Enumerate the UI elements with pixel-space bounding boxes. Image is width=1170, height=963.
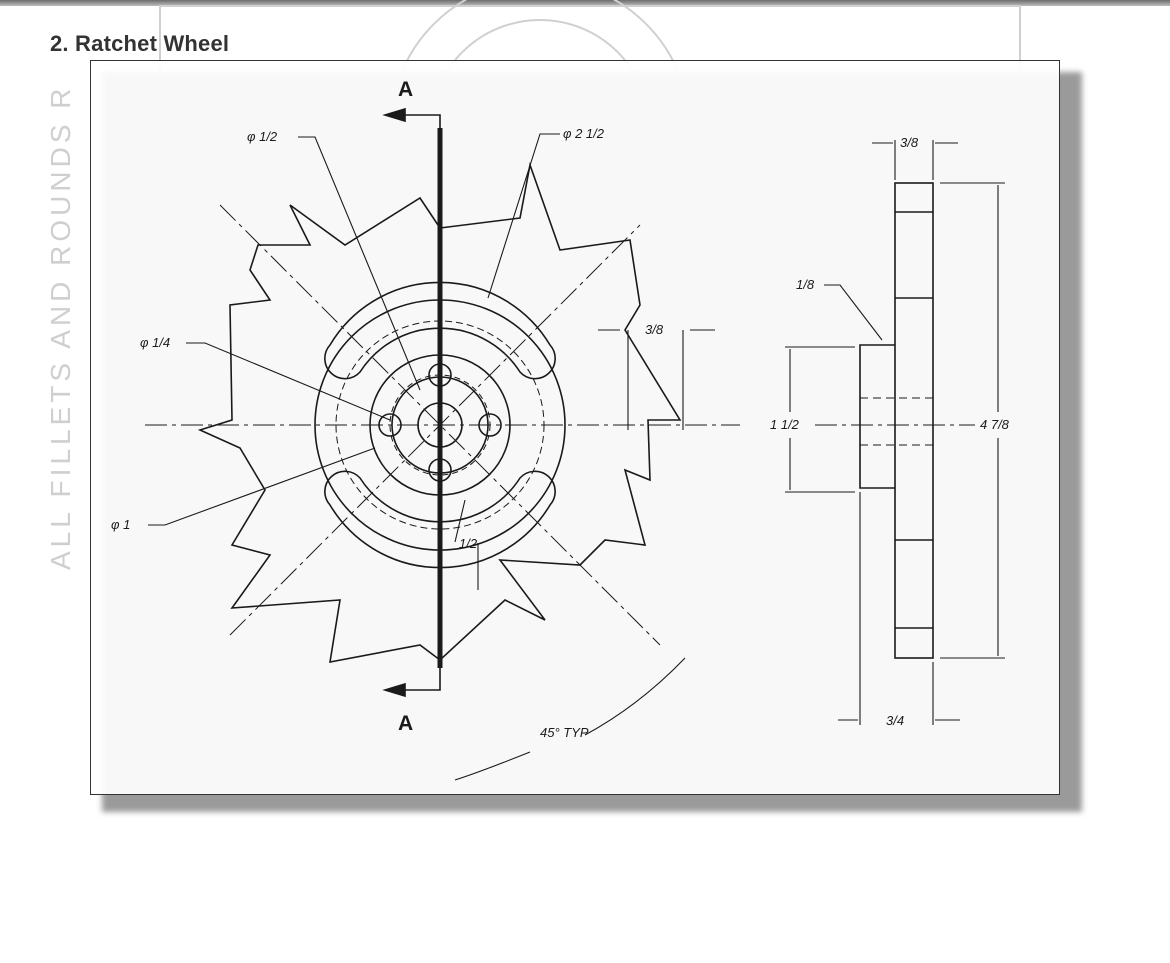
dim-dia-quarter: φ 1/4 — [140, 335, 170, 350]
dim-dia-two-half: φ 2 1/2 — [563, 126, 605, 141]
section-label-bottom: A — [398, 712, 413, 735]
dim-chamfer: 1/8 — [796, 277, 815, 292]
arc-slot-top — [324, 281, 556, 380]
side-view — [785, 140, 1005, 725]
rim-body — [894, 182, 934, 659]
dim-tooth-depth: 3/8 — [645, 322, 664, 337]
page-title: 2. Ratchet Wheel — [50, 31, 230, 56]
dim-overall-height: 4 7/8 — [980, 417, 1010, 432]
hub-profile — [859, 344, 895, 489]
top-rule — [0, 0, 1170, 6]
dim-dia-half: φ 1/2 — [247, 129, 278, 144]
ghost-note-text: ALL FILLETS AND ROUNDS R — [45, 84, 76, 570]
arc-slot-bottom — [324, 470, 556, 569]
dim-hub-height: 1 1/2 — [770, 417, 800, 432]
dim-slot-width: 1/2 — [459, 536, 478, 551]
front-view — [145, 107, 740, 781]
section-label-top: A — [398, 78, 413, 101]
ratchet-teeth-outline — [197, 161, 682, 663]
dim-overall-width: 3/4 — [886, 713, 904, 728]
dim-thickness-top: 3/8 — [900, 135, 919, 150]
dim-angle: 45° TYP — [540, 725, 589, 740]
dim-dia-one: φ 1 — [111, 517, 130, 532]
